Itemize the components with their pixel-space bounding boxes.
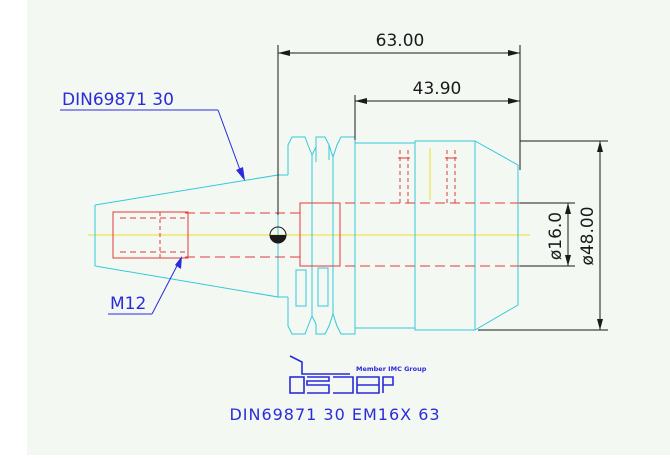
iscar-logo: Member IMC Group <box>289 355 427 394</box>
dimension-body-length: 43.90 <box>413 79 462 99</box>
hidden-features <box>112 150 520 267</box>
label-shank-standard: DIN69871 30 <box>62 90 174 110</box>
drawing-title: DIN69871 30 EM16X 63 <box>229 405 440 424</box>
datum-fill <box>270 235 286 243</box>
drawing-background <box>27 0 670 455</box>
leader-lines <box>60 109 244 315</box>
label-thread: M12 <box>110 294 146 314</box>
dimension-lines <box>277 45 608 331</box>
dimension-outer-diameter: ø48.00 <box>578 206 598 265</box>
dimension-bore-diameter: ø16.0 <box>546 212 566 260</box>
dimension-overall-length: 63.00 <box>376 31 425 51</box>
holder-outline <box>94 136 519 335</box>
dimension-arrows <box>278 50 603 330</box>
logo-tagline: Member IMC Group <box>356 365 427 373</box>
logo-mark <box>289 355 394 394</box>
leader-arrowheads <box>175 167 245 269</box>
